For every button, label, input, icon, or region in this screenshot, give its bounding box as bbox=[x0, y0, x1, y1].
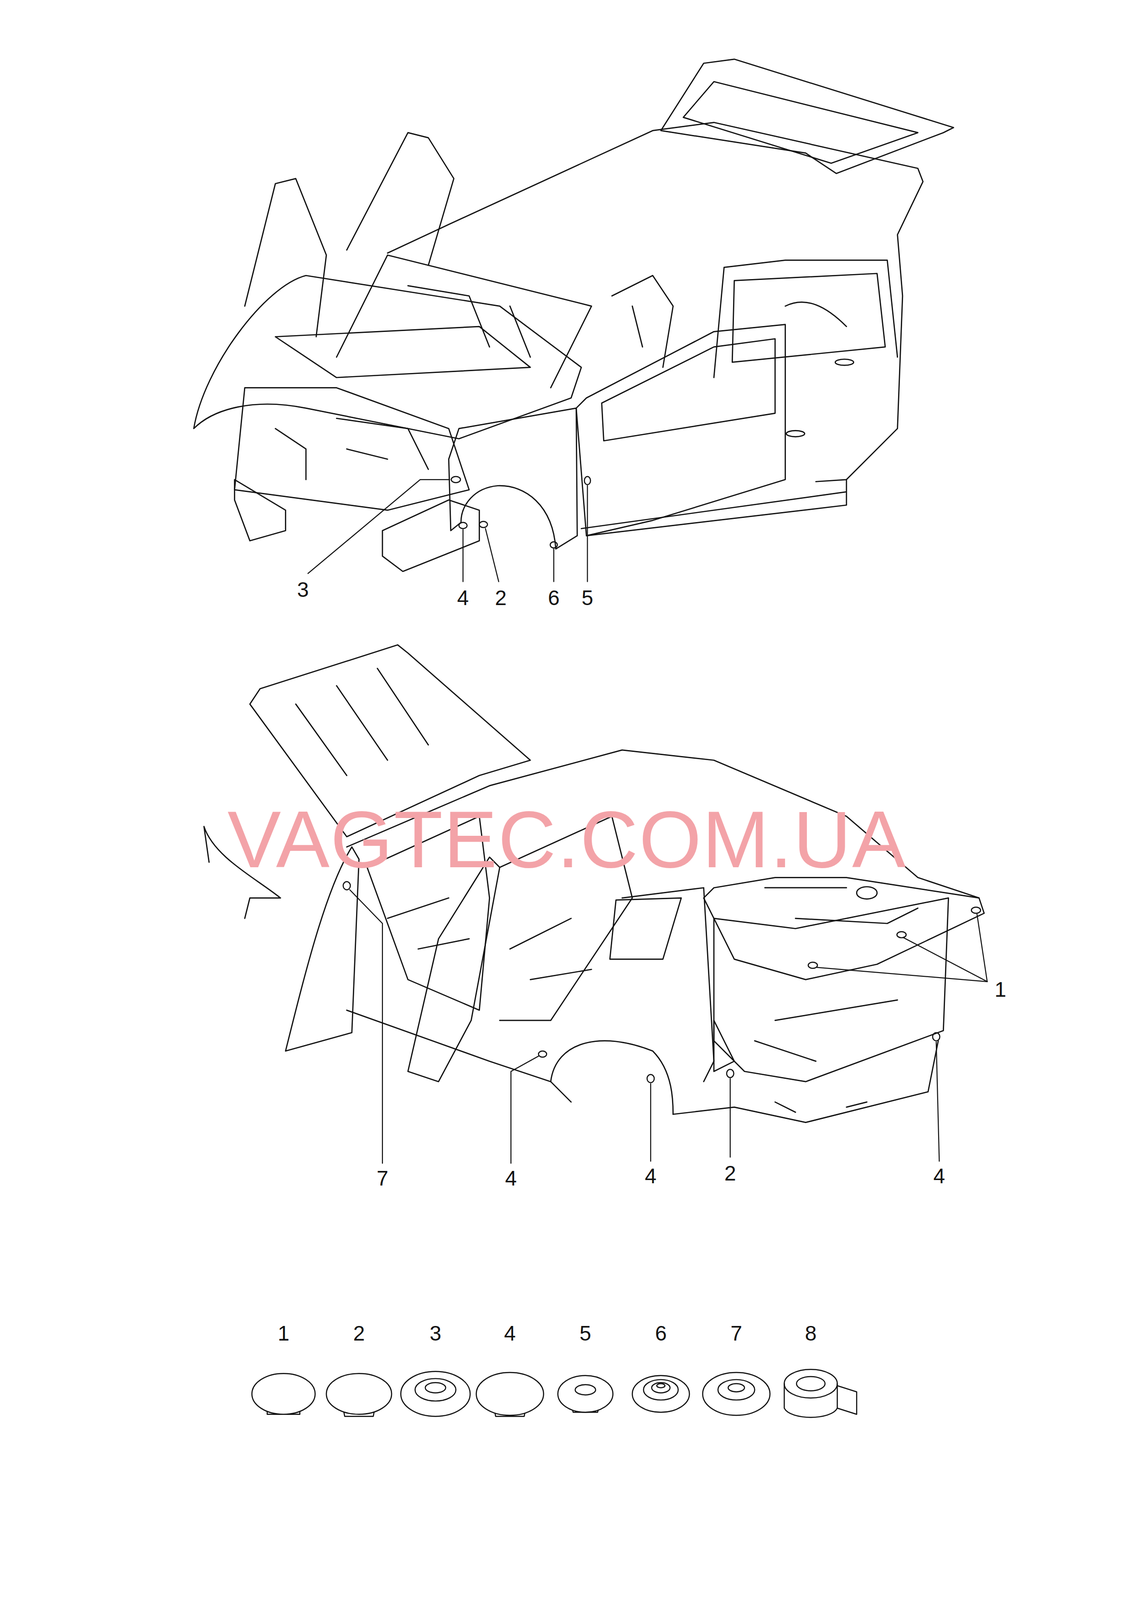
callout-number: 6 bbox=[547, 587, 560, 609]
plug-3 bbox=[400, 1371, 470, 1416]
part-number: 5 bbox=[579, 1322, 592, 1344]
callout-number: 4 bbox=[933, 1165, 946, 1187]
plug-5 bbox=[557, 1375, 614, 1413]
plug-markers bbox=[343, 476, 981, 1083]
callout-number: 5 bbox=[581, 587, 594, 609]
callout-number: 1 bbox=[994, 978, 1007, 1000]
part-number: 1 bbox=[277, 1322, 290, 1344]
plug-2 bbox=[326, 1373, 392, 1416]
parts-row bbox=[252, 1368, 858, 1417]
plug-4 bbox=[476, 1372, 544, 1416]
callout-number: 3 bbox=[297, 578, 310, 600]
plug-1 bbox=[252, 1373, 316, 1415]
callout-number: 2 bbox=[724, 1162, 737, 1184]
callout-number: 2 bbox=[495, 587, 507, 609]
callout-number: 4 bbox=[505, 1167, 517, 1189]
watermark: VAGTEC.COM.UA bbox=[227, 799, 907, 880]
tape-roll-8 bbox=[784, 1368, 857, 1417]
part-number: 3 bbox=[429, 1322, 442, 1344]
bottom-car bbox=[203, 644, 984, 1122]
part-number: 2 bbox=[353, 1322, 366, 1344]
part-number: 4 bbox=[504, 1322, 517, 1344]
part-number: 8 bbox=[805, 1322, 817, 1344]
callout-number: 4 bbox=[457, 587, 470, 609]
part-number: 7 bbox=[730, 1322, 743, 1344]
part-number: 6 bbox=[655, 1322, 667, 1344]
plug-6 bbox=[632, 1375, 690, 1413]
top-car bbox=[193, 59, 954, 572]
callout-number: 7 bbox=[376, 1167, 389, 1189]
plug-7 bbox=[702, 1372, 770, 1416]
callout-number: 4 bbox=[645, 1165, 657, 1187]
